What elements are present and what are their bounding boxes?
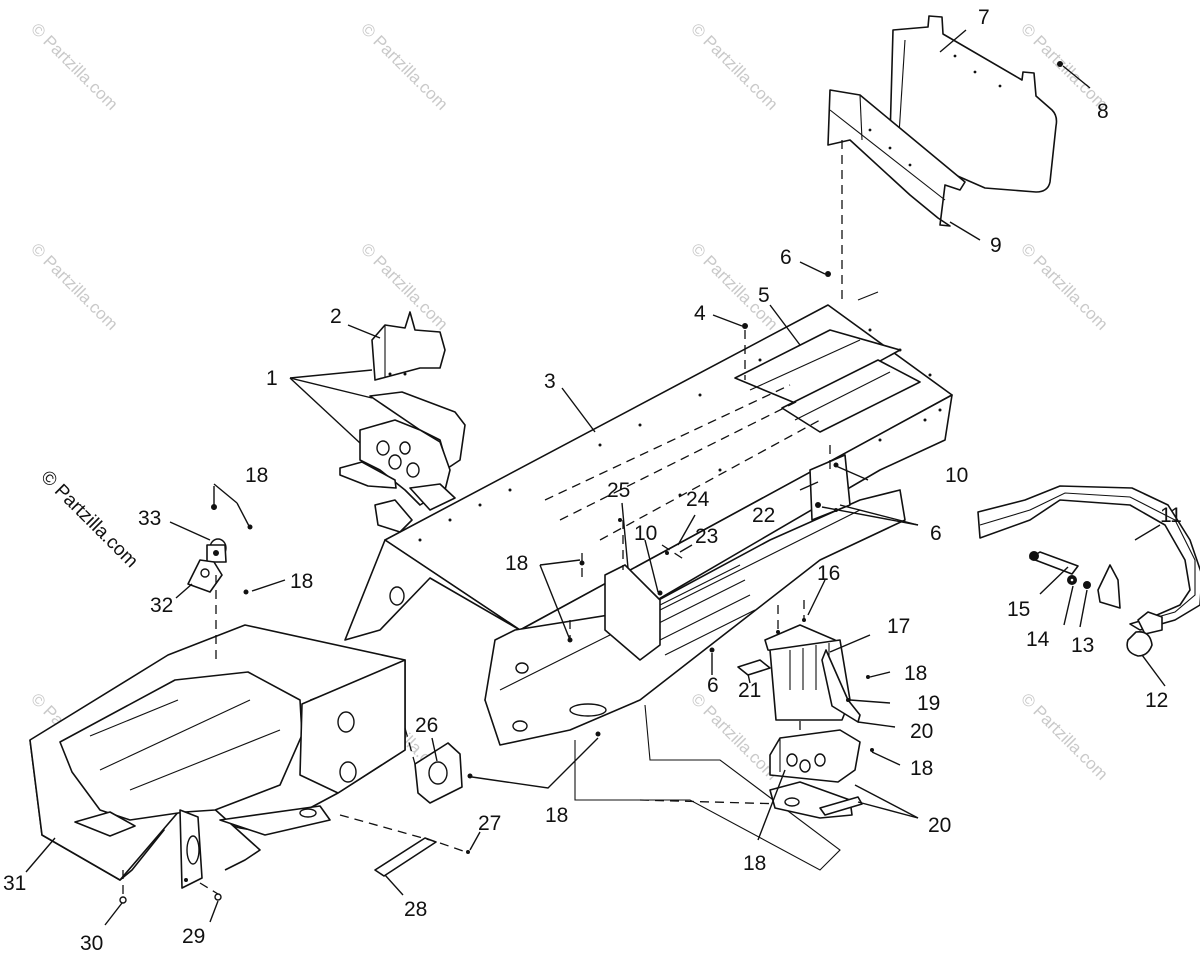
callout-1: 1 xyxy=(266,367,278,390)
part-bulkhead xyxy=(29,624,406,889)
part-plate-25 xyxy=(604,564,661,661)
callout-32: 32 xyxy=(150,594,173,617)
callout-3: 3 xyxy=(544,370,556,393)
part-bracket-21 xyxy=(737,659,771,676)
callout-17: 17 xyxy=(887,615,910,638)
watermark-tile: © Partzilla.com xyxy=(27,19,121,113)
callout-18: 18 xyxy=(290,570,313,593)
watermark-tile: © Partzilla.com xyxy=(687,19,781,113)
callout-23: 23 xyxy=(695,525,718,548)
watermark-tile: © Partzilla.com xyxy=(687,689,781,783)
part-bracket-bumper xyxy=(1097,564,1121,609)
callout-21: 21 xyxy=(738,679,761,702)
watermark-tile: © Partzilla.com xyxy=(357,239,451,333)
callout-22: 22 xyxy=(752,504,775,527)
part-rivet-30 xyxy=(119,896,127,904)
callout-2: 2 xyxy=(330,305,342,328)
callout-14: 14 xyxy=(1026,628,1050,651)
callout-27: 27 xyxy=(478,812,501,835)
callout-15: 15 xyxy=(1007,598,1030,621)
callout-33: 33 xyxy=(138,507,161,530)
leader-lines xyxy=(25,29,1166,926)
callout-18: 18 xyxy=(505,552,528,575)
part-bolt-15 xyxy=(1029,551,1079,575)
part-mount-33 xyxy=(206,538,227,563)
part-strip-28 xyxy=(374,837,437,877)
watermark-tile: © Partzilla.com xyxy=(357,19,451,113)
callout-6: 6 xyxy=(780,246,792,269)
callout-30: 30 xyxy=(80,932,103,955)
watermark-tile: © Partzilla.com xyxy=(27,239,121,333)
callout-7: 7 xyxy=(978,6,990,29)
callout-18: 18 xyxy=(545,804,568,827)
part-rivet-6 xyxy=(825,271,831,277)
part-rivet-4 xyxy=(742,323,748,329)
part-flap-bracket xyxy=(827,89,966,227)
callout-25: 25 xyxy=(607,479,630,502)
callout-19: 19 xyxy=(917,692,940,715)
callout-24: 24 xyxy=(686,488,710,511)
part-rivet-27 xyxy=(466,850,470,854)
callout-6: 6 xyxy=(930,522,942,545)
callout-5: 5 xyxy=(758,284,770,307)
callout-9: 9 xyxy=(990,234,1002,257)
watermark-main: © Partzilla.com xyxy=(36,467,141,572)
part-cap-12 xyxy=(1126,630,1153,657)
callout-10: 10 xyxy=(945,464,968,487)
callout-18: 18 xyxy=(910,757,933,780)
callout-31: 31 xyxy=(3,872,26,895)
callout-10: 10 xyxy=(634,522,657,545)
part-steering-bracket xyxy=(339,311,466,533)
callout-6: 6 xyxy=(707,674,719,697)
callout-28: 28 xyxy=(404,898,427,921)
callout-26: 26 xyxy=(415,714,438,737)
callout-20: 20 xyxy=(910,720,933,743)
callout-18: 18 xyxy=(245,464,268,487)
callout-20: 20 xyxy=(928,814,951,837)
callout-8: 8 xyxy=(1097,100,1109,123)
part-bracket-32 xyxy=(187,559,223,593)
callout-labels: 1 2 3 4 5 6 6 6 7 8 9 10 10 11 12 13 14 … xyxy=(3,6,1182,955)
part-plate-26 xyxy=(414,742,463,804)
watermark-tile: © Partzilla.com xyxy=(1017,689,1111,783)
part-mount-20 xyxy=(769,729,863,819)
part-bolt-8 xyxy=(1057,61,1063,67)
part-nut-13 xyxy=(1083,581,1091,589)
part-rivet-29 xyxy=(214,893,222,901)
callout-13: 13 xyxy=(1071,634,1094,657)
callout-12: 12 xyxy=(1145,689,1168,712)
callout-16: 16 xyxy=(817,562,840,585)
callout-18: 18 xyxy=(904,662,927,685)
callout-4: 4 xyxy=(694,302,706,325)
callout-29: 29 xyxy=(182,925,205,948)
callout-11: 11 xyxy=(1160,504,1182,527)
callout-18: 18 xyxy=(743,852,766,875)
watermark-tile: © Partzilla.com xyxy=(1017,239,1111,333)
